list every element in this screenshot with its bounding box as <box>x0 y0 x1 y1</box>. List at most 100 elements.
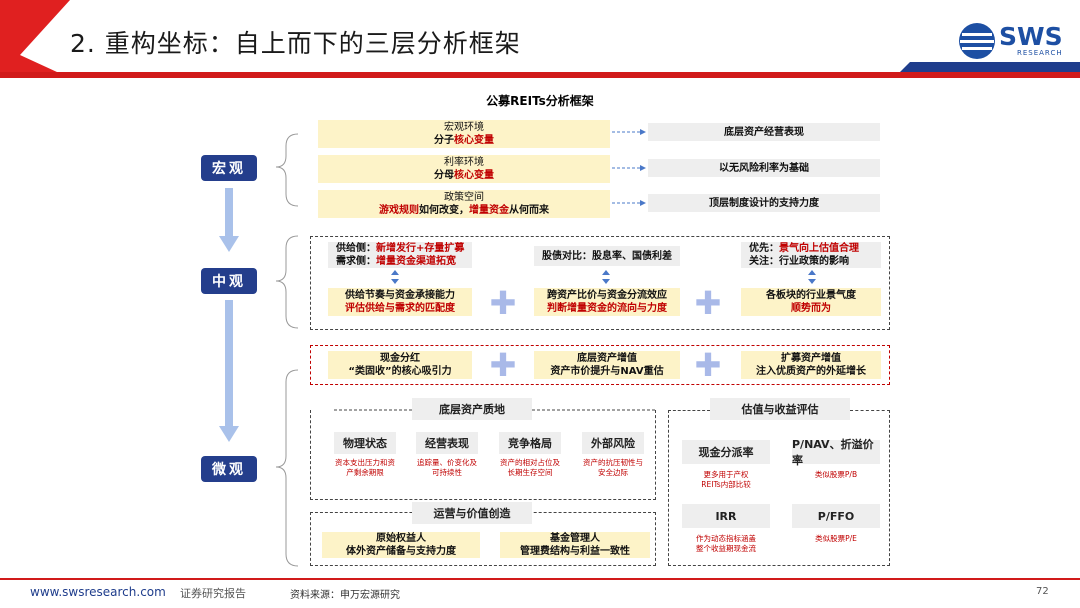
sws-logo: SWS RESEARCH <box>958 22 1063 60</box>
micro-top-3-line1: 扩募资产增值 <box>781 353 841 364</box>
valuation-item-4: P/FFO <box>792 504 880 528</box>
micro-top-2-line2: 资产市价提升与NAV重估 <box>550 366 664 377</box>
header-red-bar <box>0 72 1080 78</box>
operation-item-1-line1: 原始权益人 <box>376 533 426 544</box>
meso-bottom-1-line1: 供给节奏与资金承接能力 <box>345 290 455 301</box>
meso-top-3-value-b: 行业政策的影响 <box>779 256 849 267</box>
valuation-item-1: 现金分派率 <box>682 440 770 464</box>
valuation-item-3-desc-line2: 整个收益期现金流 <box>696 544 756 553</box>
logo-subtext: RESEARCH <box>1016 49 1063 57</box>
micro-top-1-line1: 现金分红 <box>380 353 420 364</box>
asset-item-2-desc-line2: 可持续性 <box>432 468 462 477</box>
operation-item-1: 原始权益人 体外资产储备与支持力度 <box>322 532 480 558</box>
meso-top-1: 供给侧：新增发行+存量扩募 需求侧：增量资金渠道拓宽 <box>328 242 472 268</box>
plus-icon: ✚ <box>694 346 722 384</box>
operation-title: 运营与价值创造 <box>412 502 532 524</box>
operation-item-2: 基金管理人 管理费结构与利益一致性 <box>500 532 650 558</box>
meso-bottom-3-line2: 顺势而为 <box>791 303 831 314</box>
sws-globe-icon <box>959 23 995 59</box>
macro-box-2-line1: 利率环境 <box>444 157 484 168</box>
valuation-item-2-desc-line1: 类似股票P/B <box>814 470 858 479</box>
micro-top-2-line1: 底层资产增值 <box>577 353 637 364</box>
macro-box-1: 宏观环境 分子核心变量 <box>318 120 610 148</box>
valuation-item-3-desc-line1: 作为动态指标涵盖 <box>696 534 756 543</box>
meso-bottom-1-line2: 评估供给与需求的匹配度 <box>345 303 455 314</box>
meso-top-3-value-a: 景气向上估值合理 <box>779 243 859 254</box>
asset-item-4-desc-line1: 资产的抗压韧性与 <box>583 458 643 467</box>
header-decoration <box>0 0 1080 78</box>
asset-item-1-desc: 资本支出压力和资产剩余期限 <box>326 458 404 478</box>
meso-container <box>310 236 890 330</box>
meso-top-1-value-b: 增量资金渠道拓宽 <box>376 256 456 267</box>
macro-box-2-highlight: 核心变量 <box>454 170 494 181</box>
footer-doc-type: 证券研究报告 <box>180 587 246 600</box>
asset-item-3-desc-line1: 资产的相对占位及 <box>500 458 560 467</box>
valuation-item-3-desc: 作为动态指标涵盖整个收益期现金流 <box>676 534 776 554</box>
meso-top-1-label-a: 供给侧： <box>336 243 376 254</box>
level-meso-badge: 中观 <box>201 268 257 294</box>
meso-top-3-label-a: 优先： <box>749 243 779 254</box>
micro-top-1: 现金分红 “类固收”的核心吸引力 <box>328 351 472 379</box>
asset-item-4-desc-line2: 安全边际 <box>598 468 628 477</box>
macro-box-2-term: 分母 <box>434 170 454 181</box>
meso-bottom-3-line1: 各板块的行业景气度 <box>766 290 856 301</box>
meso-bottom-3: 各板块的行业景气度 顺势而为 <box>741 288 881 316</box>
valuation-item-1-desc-line1: 更多用于产权 <box>703 470 749 479</box>
meso-bottom-2-line1: 跨资产比价与资金分流效应 <box>547 290 667 301</box>
asset-item-1-desc-line2: 产剩余期限 <box>346 468 384 477</box>
macro-box-3: 政策空间 游戏规则如何改变，增量资金从何而来 <box>318 190 610 218</box>
diagram-title: 公募REITs分析框架 <box>486 94 594 108</box>
meso-top-3-label-b: 关注： <box>749 256 779 267</box>
meso-top-2-value: 股息率、国债利差 <box>592 250 672 262</box>
level-macro-badge: 宏观 <box>201 155 257 181</box>
page-title: 2. 重构坐标：自上而下的三层分析框架 <box>70 29 521 58</box>
valuation-item-3: IRR <box>682 504 770 528</box>
macro-box-3-highlight-2: 增量资金 <box>469 205 509 216</box>
operation-item-2-line1: 基金管理人 <box>550 533 600 544</box>
valuation-item-4-desc-line1: 类似股票P/E <box>815 534 857 543</box>
valuation-container <box>668 410 890 566</box>
asset-item-3: 竞争格局 <box>499 432 561 454</box>
valuation-item-2-desc: 类似股票P/B <box>788 470 884 480</box>
meso-top-2: 股债对比：股息率、国债利差 <box>534 246 680 266</box>
asset-quality-title: 底层资产质地 <box>412 398 532 420</box>
asset-item-3-desc-line2: 长期生存空间 <box>507 468 553 477</box>
meso-top-2-label: 股债对比： <box>542 250 592 262</box>
plus-icon: ✚ <box>694 284 722 322</box>
macro-box-1-highlight: 核心变量 <box>454 135 494 146</box>
asset-item-2-desc-line1: 追踪量、价变化及 <box>417 458 477 467</box>
micro-top-container <box>310 345 890 385</box>
asset-item-2: 经营表现 <box>416 432 478 454</box>
macro-box-1-term: 分子 <box>434 135 454 146</box>
asset-item-3-desc: 资产的相对占位及长期生存空间 <box>491 458 569 478</box>
meso-bottom-2-line2: 判断增量资金的流向与力度 <box>547 303 667 314</box>
macro-result-2: 以无风险利率为基础 <box>648 159 880 177</box>
asset-item-4: 外部风险 <box>582 432 644 454</box>
asset-quality-container <box>310 410 656 500</box>
valuation-item-1-desc-line2: REITs内部比较 <box>701 480 751 489</box>
footer-url-link[interactable]: www.swsresearch.com <box>30 585 166 599</box>
micro-top-3: 扩募资产增值 注入优质资产的外延增长 <box>741 351 881 379</box>
macro-box-3-text-1: 如何改变， <box>419 205 469 216</box>
meso-top-1-value-a: 新增发行+存量扩募 <box>376 243 465 254</box>
operation-item-2-line2: 管理费结构与利益一致性 <box>520 546 630 557</box>
macro-result-1: 底层资产经营表现 <box>648 123 880 141</box>
asset-item-1: 物理状态 <box>334 432 396 454</box>
macro-result-3: 顶层制度设计的支持力度 <box>648 194 880 212</box>
meso-top-1-label-b: 需求侧： <box>336 256 376 267</box>
meso-top-3: 优先：景气向上估值合理 关注：行业政策的影响 <box>741 242 881 268</box>
micro-top-1-line2: “类固收”的核心吸引力 <box>348 366 452 377</box>
macro-box-2: 利率环境 分母核心变量 <box>318 155 610 183</box>
asset-item-2-desc: 追踪量、价变化及可持续性 <box>408 458 486 478</box>
footer-divider <box>0 578 1080 580</box>
header-blue-bar <box>900 62 1080 72</box>
macro-box-3-text-2: 从何而来 <box>509 205 549 216</box>
meso-bottom-2: 跨资产比价与资金分流效应 判断增量资金的流向与力度 <box>534 288 680 316</box>
macro-box-3-highlight-1: 游戏规则 <box>379 205 419 216</box>
macro-box-1-line1: 宏观环境 <box>444 122 484 133</box>
footer-source: 资料来源：申万宏源研究 <box>290 590 400 601</box>
micro-top-3-line2: 注入优质资产的外延增长 <box>756 366 866 377</box>
